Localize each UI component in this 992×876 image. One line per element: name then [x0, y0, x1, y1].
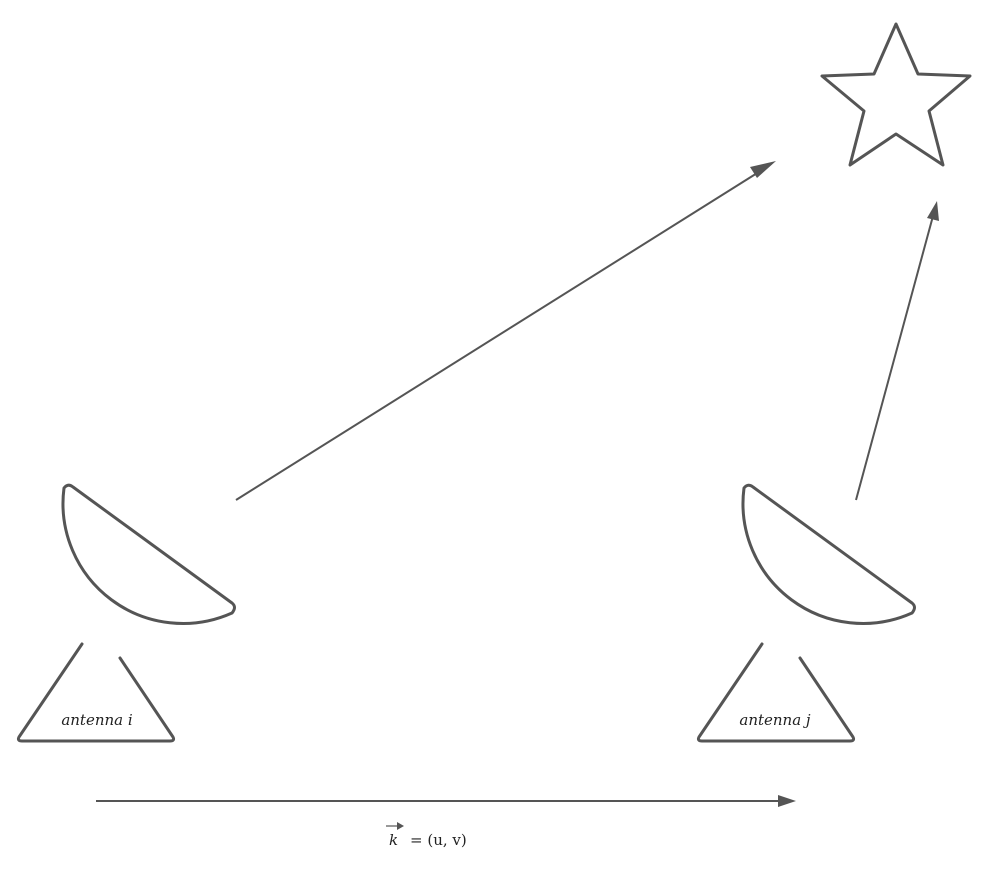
baseline-equation: k = (u, v) [386, 822, 467, 849]
signal-path-arrow-j [855, 201, 939, 501]
baseline-vector-symbol: k [389, 831, 398, 849]
baseline-equation-rhs: = (u, v) [410, 831, 467, 849]
antenna-j-dish [741, 483, 916, 625]
baseline-arrow [96, 795, 796, 807]
antenna-i-dish [61, 483, 236, 625]
antenna-i: antenna i [16, 483, 236, 743]
vector-arrow-icon [386, 822, 404, 830]
star-icon [820, 22, 972, 167]
antenna-i-base [16, 642, 176, 743]
antenna-j: antenna j [696, 483, 916, 743]
antenna-j-base [696, 642, 856, 743]
antenna-j-label: antenna j [739, 711, 811, 729]
antenna-i-label: antenna i [61, 711, 133, 729]
signal-path-arrow-i [235, 161, 776, 501]
